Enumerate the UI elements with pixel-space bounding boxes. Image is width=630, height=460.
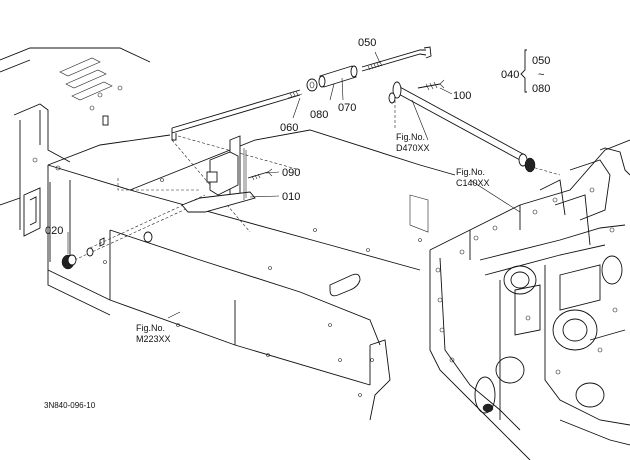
leader-lines <box>67 51 521 319</box>
fig-ref-c140-line1: Fig.No. <box>456 167 485 177</box>
group-label: 040 <box>501 69 519 81</box>
group-bottom: 080 <box>532 83 550 95</box>
callout-010: 010 <box>282 191 300 203</box>
group-top: 050 <box>532 55 550 67</box>
floor-panel <box>47 129 456 421</box>
callout-070: 070 <box>338 102 356 114</box>
callout-060: 060 <box>280 122 298 134</box>
sleeve-070 <box>318 65 358 88</box>
fig-ref-d470-line2: D470XX <box>396 143 430 153</box>
bracket-010 <box>181 135 256 213</box>
group-040: 040 050 ~ 080 <box>501 49 550 95</box>
rod-050 <box>361 46 432 72</box>
fig-ref-d470-line1: Fig.No. <box>396 132 425 142</box>
fig-ref-c140-line2: C140XX <box>456 178 490 188</box>
knob-020 <box>61 247 94 270</box>
rod-060 <box>171 89 303 141</box>
pin-090 <box>247 168 273 181</box>
shaft-d470 <box>388 81 536 173</box>
pin-100 <box>417 79 445 91</box>
callout-090: 090 <box>282 167 300 179</box>
diagram-code: 3N840-096-10 <box>44 401 96 410</box>
nut-080 <box>306 78 318 92</box>
callouts: 050 060 080 070 100 090 010 020 <box>45 37 471 237</box>
fig-ref-d470: Fig.No. D470XX <box>396 132 430 153</box>
group-tilde: ~ <box>538 69 544 81</box>
floor-plate <box>0 47 151 237</box>
callout-020: 020 <box>45 225 63 237</box>
fig-ref-c140: Fig.No. C140XX <box>456 167 490 188</box>
fig-ref-m223: Fig.No. M223XX <box>136 323 171 344</box>
transmission-housing <box>429 139 630 460</box>
callout-100: 100 <box>453 90 471 102</box>
callout-050: 050 <box>358 37 376 49</box>
fig-ref-m223-line1: Fig.No. <box>136 323 165 333</box>
callout-080: 080 <box>310 109 328 121</box>
fig-ref-m223-line2: M223XX <box>136 334 171 344</box>
